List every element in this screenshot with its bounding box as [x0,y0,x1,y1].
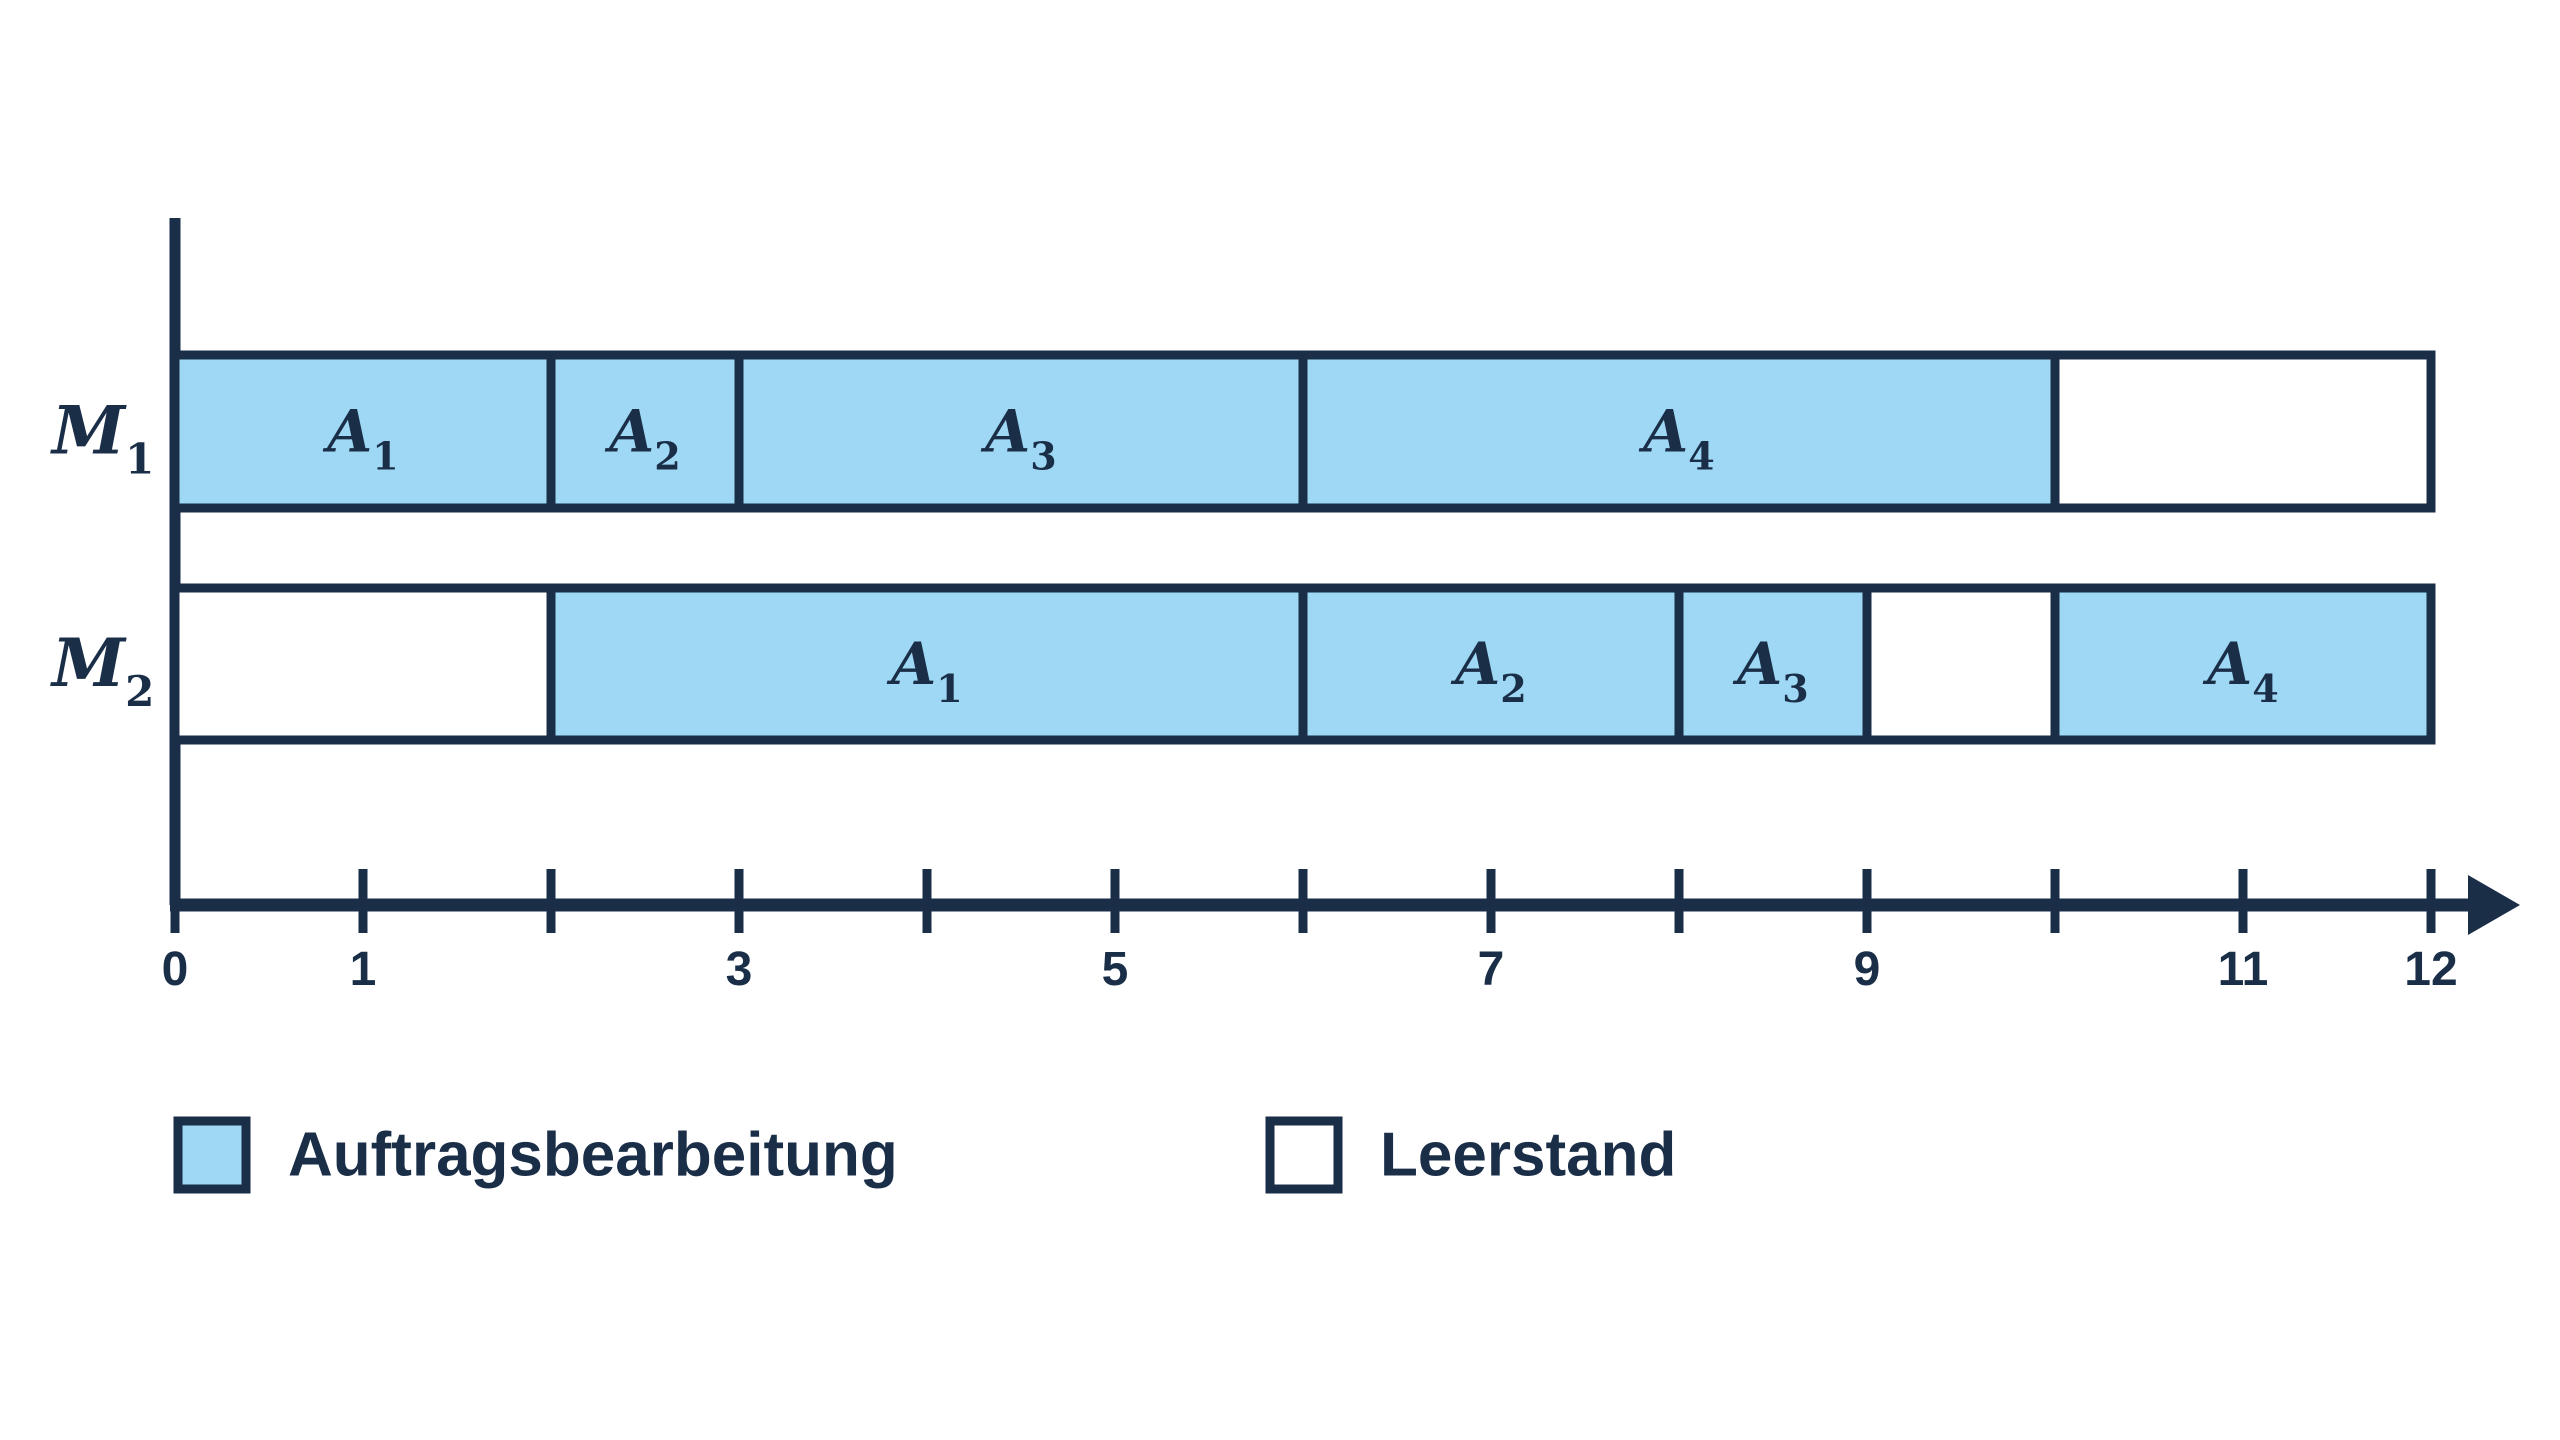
row-label-m1: M1 [50,392,154,484]
gantt-segment-m2-idle-4[interactable] [1862,583,2060,745]
x-tick-label-1: 1 [350,943,377,996]
segment-label-m2-A1: A1 [886,630,962,711]
segment-label-m2-A2: A2 [1450,630,1526,711]
gantt-segment-m1-A2[interactable] [546,350,744,513]
x-tick-label-3: 3 [726,943,753,996]
x-tick-label-0: 0 [162,943,189,996]
segment-label-m1-A3: A3 [980,398,1056,479]
x-tick-label-9: 9 [1854,943,1881,996]
legend-swatch-idle [1265,1116,1343,1194]
legend-entry-auftragsbearbeitung[interactable]: Auftragsbearbeitung [173,1116,898,1194]
gantt-segment-m2-idle-0[interactable] [170,583,556,745]
x-tick-label-7: 7 [1478,943,1505,996]
gantt-segment-m2-A3[interactable] [1674,583,1872,745]
legend-swatch-busy [173,1116,251,1194]
axes-layer [169,218,2520,935]
gantt-segment-m2-A4[interactable] [2050,583,2436,745]
segment-label-m2-A4: A4 [2202,630,2278,711]
row-label-m2: M2 [50,624,154,716]
gantt-segment-m1-idle-4[interactable] [2050,350,2436,513]
legend: Auftragsbearbeitung Leerstand [173,1116,1676,1194]
x-tick-label-11: 11 [2218,943,2269,996]
x-tick-label-12: 12 [2404,943,2457,996]
legend-label-auftragsbearbeitung: Auftragsbearbeitung [288,1120,898,1189]
legend-label-leerstand: Leerstand [1380,1120,1676,1189]
x-axis-arrowhead [2468,875,2520,935]
gantt-segment-m2-A2[interactable] [1298,583,1684,745]
machine-row-1: A1 A2 A3 A4 [170,350,2436,513]
segment-label-m1-A4: A4 [1638,398,1714,479]
segment-label-m1-A1: A1 [322,398,398,479]
x-tick-label-5: 5 [1102,943,1129,996]
segment-label-m2-A3: A3 [1732,630,1808,711]
x-axis-ticks-layer: 0 1 3 5 7 9 11 12 [162,869,2458,996]
machine-row-2: A1 A2 A3 A4 [170,583,2436,745]
legend-entry-leerstand[interactable]: Leerstand [1265,1116,1676,1194]
segment-label-m1-A2: A2 [604,398,680,479]
